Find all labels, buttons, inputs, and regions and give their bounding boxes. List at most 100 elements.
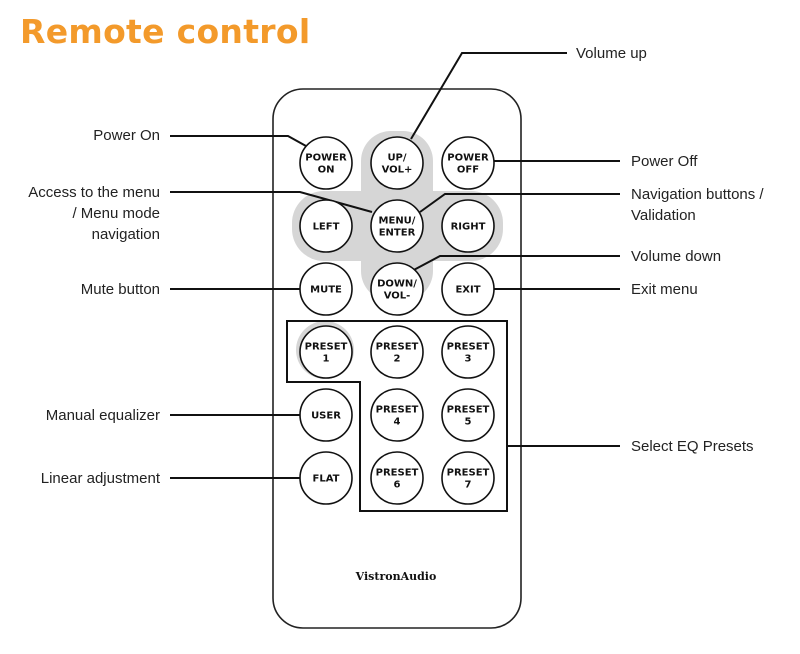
callout-flat: Linear adjustment (41, 470, 161, 487)
button-label: POWER (447, 153, 489, 164)
button-circle[interactable] (370, 451, 424, 505)
button-vol-up[interactable]: UP/VOL+ (370, 136, 424, 190)
leader-line-power-on (170, 135, 307, 147)
button-label: LEFT (313, 222, 340, 233)
button-circle[interactable] (441, 199, 495, 253)
leader-lines (170, 52, 620, 479)
callout-power-on: Power On (93, 127, 160, 144)
button-label: 3 (465, 354, 472, 365)
callout-line: Exit menu (631, 281, 698, 298)
callout-mute: Mute button (81, 281, 160, 298)
button-label: 6 (394, 480, 401, 491)
brand-label: VistronAudio (355, 570, 437, 583)
callout-line: Validation (631, 207, 696, 224)
button-label: PRESET (376, 405, 419, 416)
button-label: USER (311, 411, 341, 422)
callout-line: Manual equalizer (46, 407, 160, 424)
callout-line: Linear adjustment (41, 470, 161, 487)
button-exit[interactable]: EXIT (441, 262, 495, 316)
callout-line: Access to the menu (28, 184, 160, 201)
button-label: PRESET (305, 342, 348, 353)
button-label: MUTE (310, 285, 342, 296)
button-label: PRESET (447, 468, 490, 479)
button-circle[interactable] (441, 262, 495, 316)
button-circle[interactable] (441, 325, 495, 379)
callout-line: Select EQ Presets (631, 438, 754, 455)
page-title: Remote control (20, 12, 311, 51)
button-circle[interactable] (299, 199, 353, 253)
callout-line: Navigation buttons / (631, 186, 764, 203)
button-circle[interactable] (299, 325, 353, 379)
leader-line-vol-down (409, 255, 620, 273)
callout-line: Volume down (631, 248, 721, 265)
button-mute[interactable]: MUTE (299, 262, 353, 316)
button-label: 5 (465, 417, 472, 428)
callout-presets: Select EQ Presets (631, 438, 754, 455)
button-label: 1 (323, 354, 330, 365)
button-label: EXIT (455, 285, 480, 296)
button-label: PRESET (447, 405, 490, 416)
callout-exit: Exit menu (631, 281, 698, 298)
button-circle[interactable] (370, 136, 424, 190)
button-circle[interactable] (299, 136, 353, 190)
leader-line-menu (170, 191, 373, 213)
button-left[interactable]: LEFT (299, 199, 353, 253)
callouts-layer: Power On Access to the menu / Menu mode nav… (28, 45, 764, 487)
button-label: PRESET (376, 342, 419, 353)
button-circle[interactable] (441, 451, 495, 505)
callout-nav: Navigation buttons / Validation (631, 186, 764, 224)
button-label: FLAT (313, 474, 340, 485)
button-circle[interactable] (299, 262, 353, 316)
button-vol-down[interactable]: DOWN/VOL- (370, 262, 424, 316)
callout-menu: Access to the menu / Menu mode navigation (28, 184, 160, 243)
button-label: VOL- (384, 291, 411, 302)
button-circle[interactable] (370, 388, 424, 442)
button-label: VOL+ (382, 165, 413, 176)
callout-line: Power On (93, 127, 160, 144)
button-circle[interactable] (370, 199, 424, 253)
button-circle[interactable] (441, 388, 495, 442)
button-label: 7 (465, 480, 472, 491)
callout-vol-down: Volume down (631, 248, 721, 265)
leader-line-vol-up (410, 52, 567, 140)
callout-line: Power Off (631, 153, 698, 170)
button-label: PRESET (447, 342, 490, 353)
leader-line-nav (419, 193, 620, 213)
button-user[interactable]: USER (299, 388, 353, 442)
button-circle[interactable] (370, 325, 424, 379)
button-circle[interactable] (299, 388, 353, 442)
button-label: ON (318, 165, 335, 176)
button-flat[interactable]: FLAT (299, 451, 353, 505)
callout-line: navigation (92, 226, 160, 243)
button-label: POWER (305, 153, 347, 164)
button-label: PRESET (376, 468, 419, 479)
button-label: RIGHT (451, 222, 486, 233)
button-label: 4 (394, 417, 401, 428)
preset-bracket (286, 320, 508, 512)
button-right[interactable]: RIGHT (441, 199, 495, 253)
button-label: OFF (457, 165, 479, 176)
button-circle[interactable] (370, 262, 424, 316)
callout-user: Manual equalizer (46, 407, 160, 424)
button-label: 2 (394, 354, 401, 365)
button-menu[interactable]: MENU/ENTER (370, 199, 424, 253)
callout-line: Volume up (576, 45, 647, 62)
button-label: DOWN/ (377, 279, 417, 290)
buttons-layer: POWERONUP/VOL+POWEROFFLEFTMENU/ENTERRIGH… (299, 136, 495, 505)
button-circle[interactable] (441, 136, 495, 190)
button-label: UP/ (387, 153, 406, 164)
callout-power-off: Power Off (631, 153, 698, 170)
callout-line: Mute button (81, 281, 160, 298)
button-circle[interactable] (299, 451, 353, 505)
callout-line: / Menu mode (72, 205, 160, 222)
